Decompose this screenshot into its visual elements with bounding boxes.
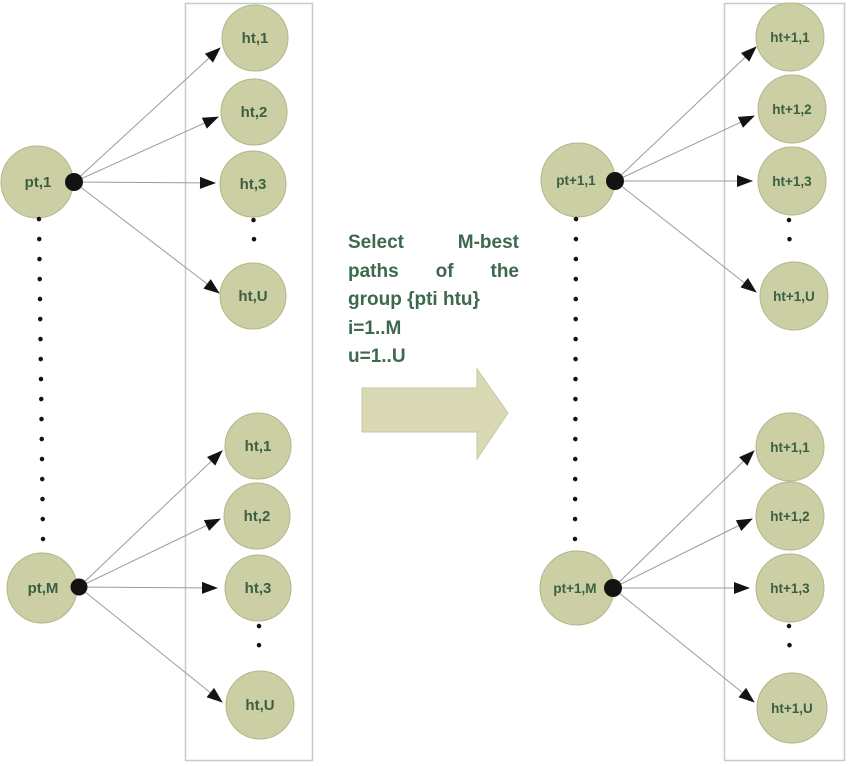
- dots-right-box-bottom: [786, 623, 793, 667]
- node-ht+1-3-bottom-circle: [755, 553, 825, 623]
- edge-left-top-2: [73, 116, 219, 183]
- node-ht+1-U-bottom-label: ht+1,U: [771, 701, 813, 716]
- node-ht2-bottom-label: ht,2: [244, 508, 271, 525]
- node-ht+1-U-top-circle: [759, 261, 829, 331]
- edge-left-bottom-1: [78, 450, 223, 588]
- junction-dot-right-bottom: [604, 579, 622, 597]
- node-ht+1-2-top-label: ht+1,2: [772, 102, 811, 117]
- node-pt1-label: pt,1: [25, 174, 52, 191]
- node-ht1-top-label: ht,1: [242, 30, 269, 47]
- node-pt+1-1-label: pt+1,1: [556, 173, 596, 188]
- dots-left-parent-column: [36, 216, 46, 542]
- node-ht+1-1-top-label: ht+1,1: [770, 30, 810, 45]
- caption-text: Select M-best paths of the group {pti ht…: [348, 229, 519, 372]
- caption-word: of: [435, 260, 454, 282]
- dots-left-box-top: [251, 217, 257, 261]
- node-ht+1-U-bottom-circle: [756, 672, 828, 744]
- node-labels: pt,1 pt,M ht,1 ht,2 ht,3 ht,U ht,1 ht,2 …: [25, 30, 815, 716]
- node-ht+1-U-top-label: ht+1,U: [773, 289, 815, 304]
- edge-right-bottom-2: [612, 518, 753, 589]
- caption-word: M-best: [457, 232, 519, 253]
- edges: [73, 46, 757, 703]
- node-ptM-label: pt,M: [28, 580, 59, 597]
- node-htU-top-label: ht,U: [238, 288, 267, 305]
- edge-left-bottom-U: [78, 586, 223, 703]
- nodes: [0, 2, 829, 744]
- edge-left-top-U: [73, 181, 220, 294]
- edge-left-bottom-3: [78, 581, 218, 594]
- node-ht+1-3-top-circle: [757, 146, 827, 216]
- junction-dots: [65, 172, 624, 597]
- node-ht1-bottom-label: ht,1: [245, 438, 272, 455]
- node-ht+1-2-bottom-label: ht+1,2: [770, 509, 809, 524]
- dots-right-parent-column: [572, 216, 579, 542]
- node-ht3-bottom-circle: [224, 554, 292, 622]
- node-ht3-top-label: ht,3: [240, 176, 267, 193]
- ellipsis-dots: [36, 216, 793, 667]
- caption-line-3: group {pti htu}: [348, 289, 480, 310]
- junction-dot-left-bottom: [70, 578, 88, 596]
- caption-line-1: Select M-best: [348, 229, 519, 258]
- node-ht+1-2-bottom-circle: [755, 481, 825, 551]
- dots-right-box-top: [786, 217, 793, 261]
- edge-right-bottom-1: [612, 450, 755, 589]
- node-ht+1-3-top-label: ht+1,3: [772, 174, 812, 189]
- node-ht2-top-circle: [220, 78, 288, 146]
- caption-line-5: u=1..U: [348, 346, 406, 367]
- caption-word: Select: [348, 232, 404, 253]
- node-htU-bottom-circle: [225, 670, 295, 740]
- right-block-arrow-icon: [361, 367, 509, 461]
- edge-left-top-1: [73, 47, 221, 183]
- node-ht+1-3-bottom-label: ht+1,3: [770, 581, 810, 596]
- node-ht+1-2-top-circle: [757, 74, 827, 144]
- edge-right-top-U: [614, 180, 757, 293]
- caption-word: the: [490, 260, 520, 282]
- caption-word: paths: [348, 260, 399, 282]
- node-ht2-top-label: ht,2: [241, 104, 268, 121]
- node-ht1-top-circle: [221, 4, 289, 72]
- caption-line-4: i=1..M: [348, 317, 402, 339]
- node-ht+1-1-bottom-circle: [755, 412, 825, 482]
- caption-line-2: paths of the: [348, 258, 519, 287]
- node-ht+1-1-top-circle: [755, 2, 825, 72]
- left-hypothesis-box: [184, 2, 314, 762]
- node-ht1-bottom-circle: [224, 412, 292, 480]
- junction-dot-right-top: [606, 172, 624, 190]
- edge-right-bottom-U: [612, 587, 755, 703]
- edge-right-top-1: [614, 46, 757, 182]
- node-htU-top-circle: [219, 262, 287, 330]
- edge-right-top-2: [614, 115, 755, 182]
- node-ht3-top-circle: [219, 150, 287, 218]
- node-ht2-bottom-circle: [223, 482, 291, 550]
- node-ht3-bottom-label: ht,3: [245, 580, 272, 597]
- edge-left-bottom-2: [78, 518, 221, 588]
- node-htU-bottom-label: ht,U: [245, 697, 274, 714]
- node-ht+1-1-bottom-label: ht+1,1: [770, 440, 810, 455]
- node-pt+1-M-label: pt+1,M: [553, 581, 596, 596]
- junction-dot-left-top: [65, 173, 83, 191]
- edge-left-top-3: [73, 176, 216, 189]
